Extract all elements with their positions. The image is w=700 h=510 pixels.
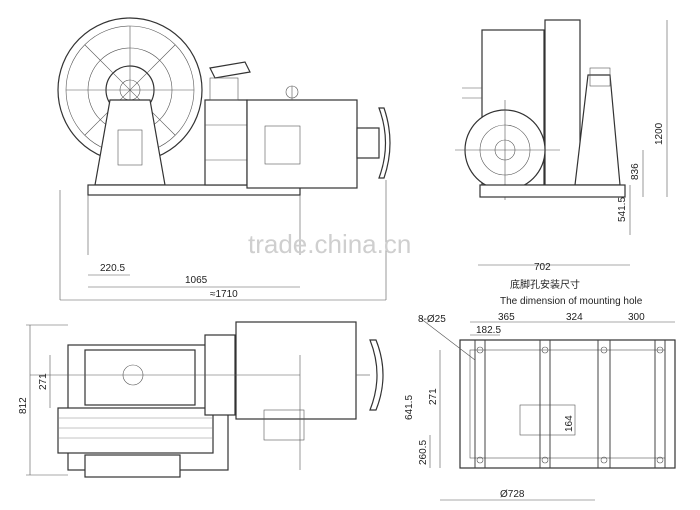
dim-702: 702 (534, 262, 551, 273)
mount-hole (600, 456, 608, 464)
dim-1065: 1065 (185, 275, 208, 286)
side-view (57, 17, 391, 300)
mount-hole (541, 456, 549, 464)
dim-812: 812 (18, 397, 29, 414)
top-base-feet (84, 454, 181, 478)
dim-1200: 1200 (654, 122, 665, 145)
dim-220: 220.5 (100, 263, 125, 274)
top-sheave-drum (57, 407, 214, 454)
dim-836: 836 (630, 163, 641, 180)
mounting-plan (459, 339, 676, 469)
mount-hole (541, 346, 549, 354)
dim-holes: 8-Ø25 (418, 314, 446, 325)
top-terminal-box (263, 409, 305, 441)
top-hand-wheel (369, 339, 384, 411)
mounting-dimensions: 8-Ø25 365 324 300 182.5 641.5 271 164 26… (404, 312, 675, 501)
hand-wheel (378, 107, 391, 179)
end-gear-block (544, 19, 581, 186)
dim-641: 641.5 (404, 395, 415, 420)
end-base-plate (479, 184, 626, 198)
brake-handle (209, 61, 251, 79)
dim-top-271: 271 (38, 373, 49, 390)
dim-728: Ø728 (500, 489, 525, 500)
dim-164: 164 (564, 415, 575, 432)
motor-terminal-box (264, 125, 301, 165)
top-gearbox (84, 349, 196, 406)
mounting-title-en: The dimension of mounting hole (500, 296, 643, 307)
end-pedestal (574, 74, 621, 186)
mount-hole (656, 346, 664, 354)
dim-1710: ≈1710 (210, 289, 238, 300)
mounting-holes (476, 346, 664, 464)
dim-365: 365 (498, 312, 515, 323)
top-dimensions: 812 271 (18, 324, 68, 476)
end-view (455, 19, 626, 200)
motor-body (246, 99, 358, 189)
side-dimensions: 220.5 1065 ≈1710 (60, 263, 386, 301)
dim-260: 260.5 (418, 440, 429, 465)
dim-541: 541.5 (617, 197, 628, 222)
gearbox-block (204, 99, 248, 186)
dim-182: 182.5 (476, 325, 501, 336)
side-base-plate (87, 184, 301, 196)
mount-hole (476, 456, 484, 464)
motor-end-cap (356, 127, 380, 159)
end-dimensions: 1200 836 541.5 702 (478, 20, 668, 273)
dim-324: 324 (566, 312, 583, 323)
watermark-text: trade.china.cn (248, 229, 411, 259)
top-motor (235, 321, 357, 420)
mounting-title-cn: 底脚孔安装尺寸 (510, 278, 580, 291)
dim-mount-271: 271 (428, 388, 439, 405)
top-view (30, 321, 384, 478)
mount-hole (656, 456, 664, 464)
mount-hole (600, 346, 608, 354)
dim-300: 300 (628, 312, 645, 323)
pedestal-window (117, 129, 143, 166)
mount-outer-frame (459, 339, 676, 469)
mount-hole (476, 346, 484, 354)
